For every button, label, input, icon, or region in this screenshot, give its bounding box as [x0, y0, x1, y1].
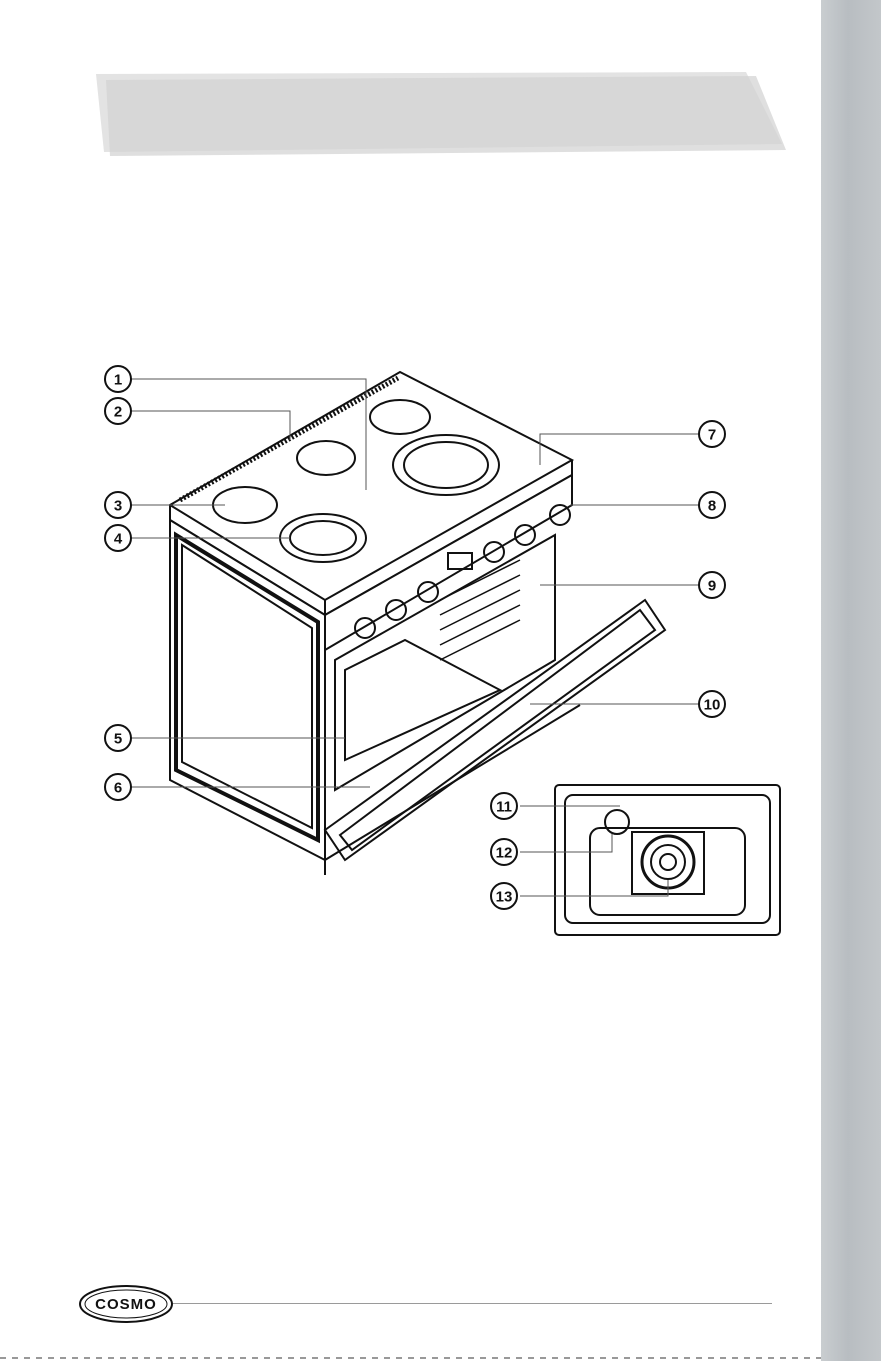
footer-rule [172, 1303, 772, 1304]
cosmo-logo: COSMO [78, 1284, 174, 1324]
callout-11: 11 [496, 799, 512, 816]
callout-2: 2 [114, 404, 122, 421]
logo-text: COSMO [78, 1284, 174, 1324]
oven-rear-inset [555, 785, 780, 935]
callout-5: 5 [114, 731, 122, 748]
callout-7: 7 [708, 427, 716, 444]
callout-9: 9 [708, 578, 716, 595]
callout-3: 3 [114, 498, 122, 515]
page-edge-dash [0, 1357, 821, 1359]
callout-12: 12 [496, 845, 513, 862]
callout-13: 13 [496, 889, 513, 906]
callout-10: 10 [704, 697, 721, 714]
callout-4: 4 [114, 531, 123, 548]
callout-1: 1 [114, 372, 122, 389]
callout-8: 8 [708, 498, 716, 515]
callout-6: 6 [114, 780, 122, 797]
